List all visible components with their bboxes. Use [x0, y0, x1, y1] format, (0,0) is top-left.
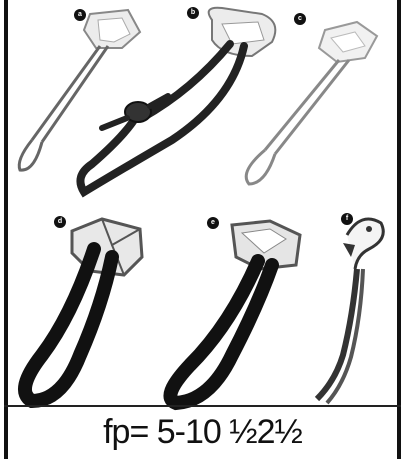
panel-label-f: f [341, 213, 353, 225]
panel-e-wedge-on-tape [140, 205, 315, 405]
panel-label-b: b [187, 7, 199, 19]
panel-label-e: e [207, 217, 219, 229]
sling-loop-icon [246, 150, 275, 184]
left-border [4, 0, 8, 459]
cord-strand-right [275, 60, 349, 154]
cord-strand-left [265, 60, 339, 150]
hook-tape-drawing [305, 205, 400, 405]
sling-loop-icon [19, 140, 42, 170]
hook-piton-icon [343, 219, 383, 269]
sling-loop-icon [170, 261, 272, 403]
panel-label-a: a [74, 9, 86, 21]
caption-divider [4, 405, 401, 407]
panel-label-d: d [54, 216, 66, 228]
light-cord-drawing [215, 0, 395, 205]
panel-label-c: c [294, 13, 306, 25]
tape-strand-left [317, 269, 357, 399]
panel-f-hook-tape [305, 205, 400, 405]
wedge-tape-drawing [140, 205, 315, 405]
caption-text: fp= 5-10 ½2½ [8, 411, 397, 453]
panel-c-chock-on-light-cord [215, 0, 395, 205]
